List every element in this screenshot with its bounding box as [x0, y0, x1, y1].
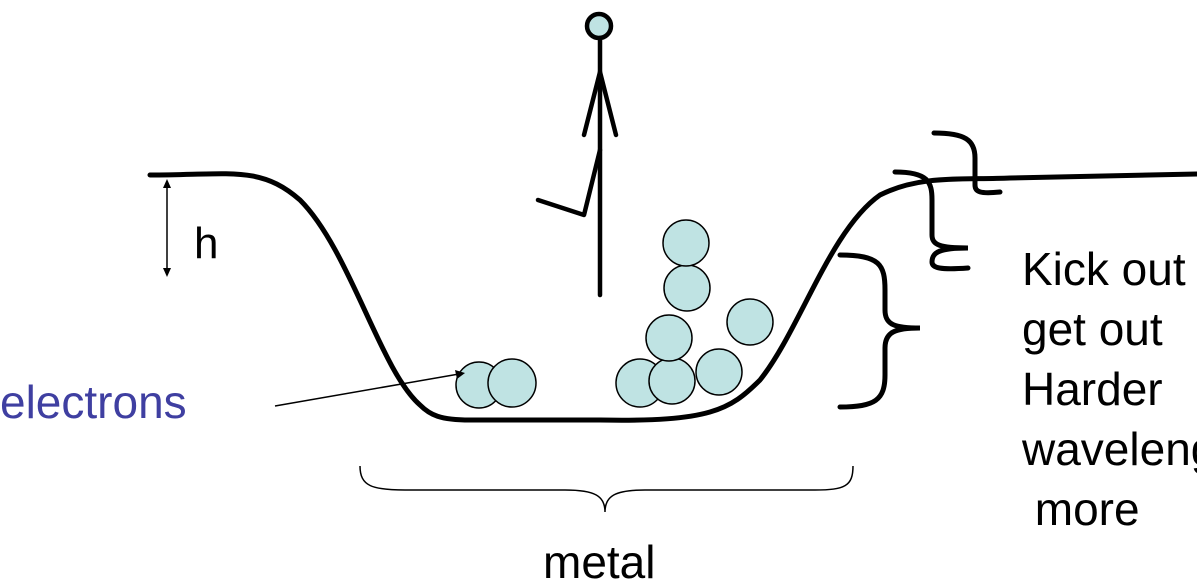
h-arrow	[163, 179, 171, 277]
energy-brace-mid	[892, 169, 971, 272]
electron	[662, 219, 710, 267]
electrons-label: electrons	[0, 376, 187, 428]
caption-line-3: Harder	[1022, 363, 1163, 415]
electron-group	[455, 219, 774, 409]
caption-line-4: wavelength	[1021, 423, 1197, 475]
electron	[648, 357, 696, 405]
caption-line-2: get out	[1022, 303, 1163, 355]
metal-label: metal	[543, 536, 655, 579]
electron	[695, 348, 743, 396]
caption-line-1: Kick out	[1022, 243, 1186, 295]
energy-brace-low	[837, 252, 921, 410]
energy-brace-high	[931, 130, 1003, 196]
caption-line-5: more	[1022, 483, 1140, 535]
electron	[487, 358, 537, 408]
potential-well-curve	[147, 171, 1197, 423]
electrons-pointer-arrow	[274, 370, 465, 407]
electron	[726, 298, 774, 346]
electron	[645, 314, 693, 362]
electron	[663, 264, 711, 312]
stick-figure-icon	[535, 11, 619, 298]
metal-brace	[359, 465, 854, 513]
h-label: h	[194, 219, 218, 268]
